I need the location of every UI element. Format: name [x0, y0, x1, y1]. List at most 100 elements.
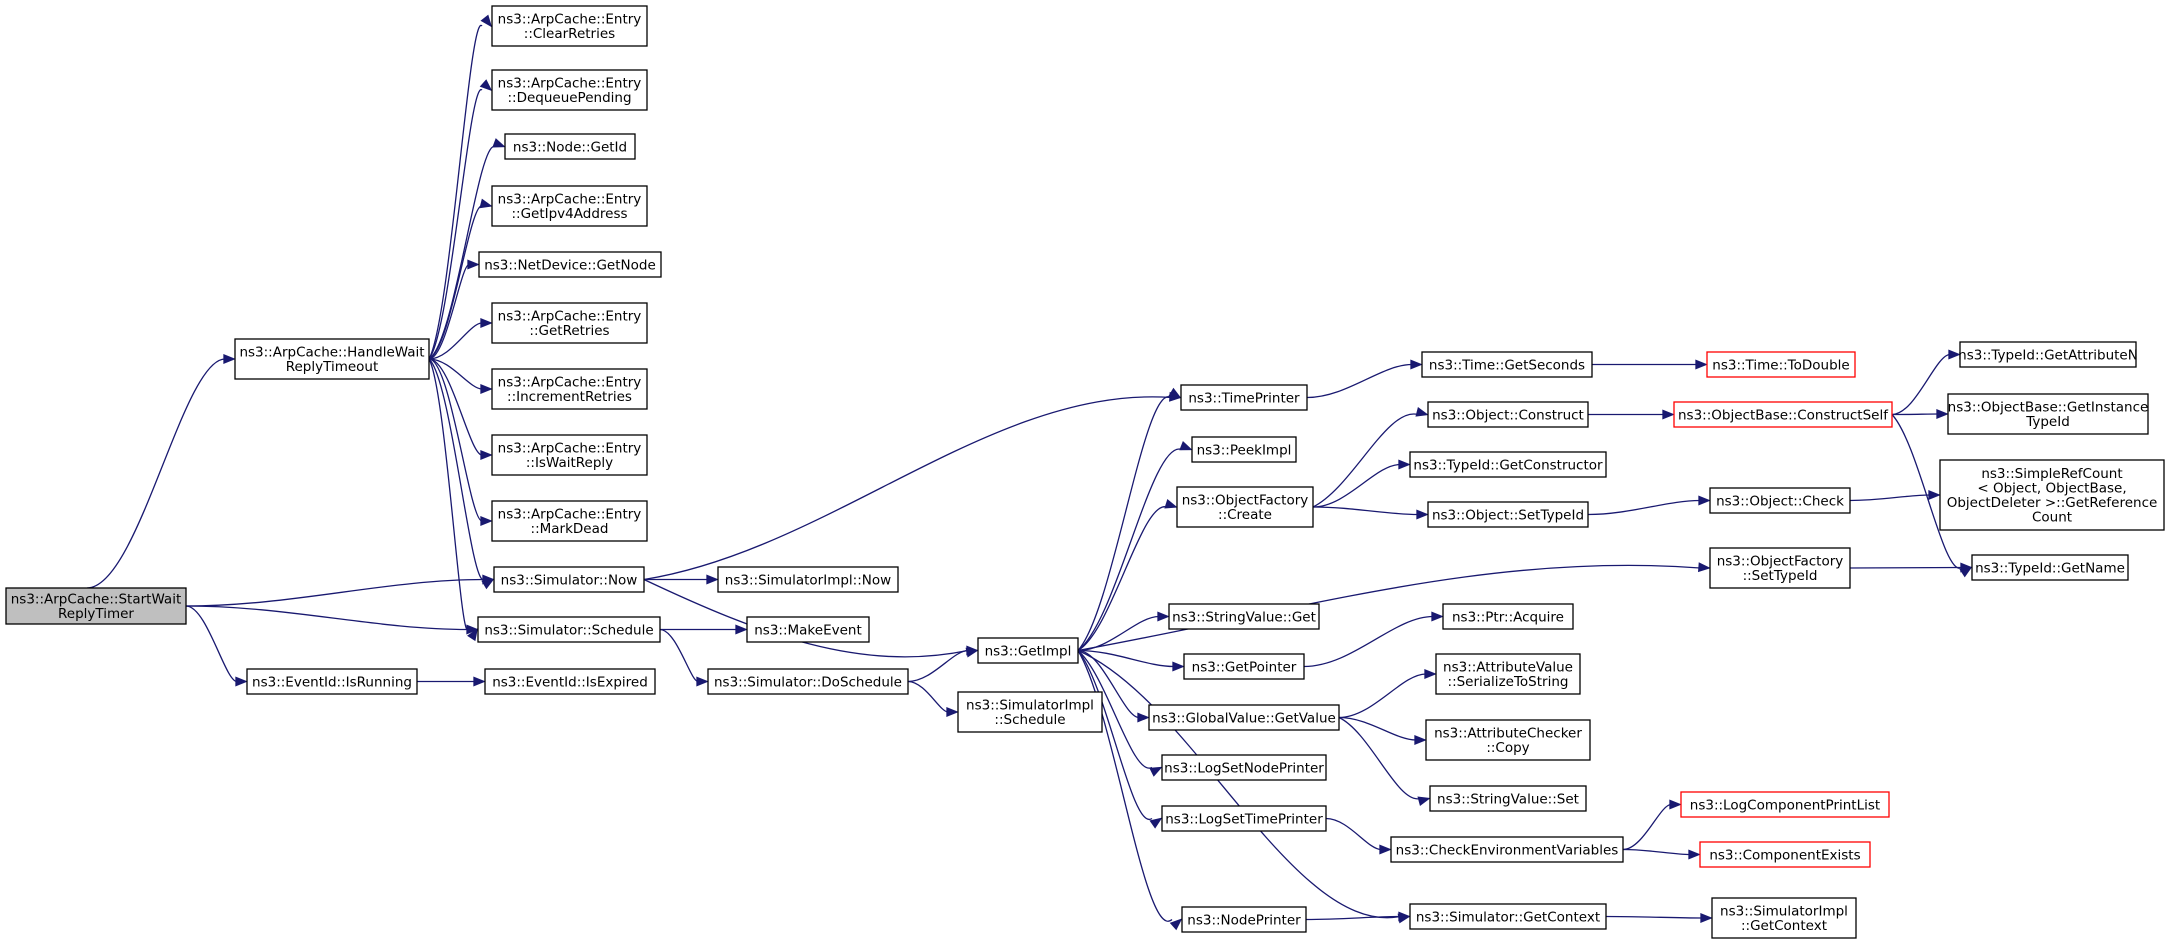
- node-label: ns3::LogComponentPrintList: [1690, 797, 1880, 813]
- node-netdevicegetnode[interactable]: ns3::NetDevice::GetNode: [478, 251, 662, 278]
- node-clearretries[interactable]: ns3::ArpCache::Entry::ClearRetries: [491, 5, 648, 47]
- node-label: ns3::Simulator::Now: [501, 572, 638, 588]
- node-label: ns3::ComponentExists: [1709, 847, 1860, 863]
- node-box: [5, 587, 187, 625]
- node-label: ns3::AttributeValue: [1443, 660, 1573, 676]
- node-dequeuepending[interactable]: ns3::ArpCache::Entry::DequeuePending: [491, 69, 648, 111]
- node-simplerefcount[interactable]: ns3::SimpleRefCount< Object, ObjectBase,…: [1939, 459, 2165, 531]
- node-markdead[interactable]: ns3::ArpCache::Entry::MarkDead: [491, 500, 648, 542]
- node-ptracquire[interactable]: ns3::Ptr::Acquire: [1442, 603, 1574, 630]
- node-label: ::Create: [1218, 507, 1272, 523]
- node-label: ::SetTypeId: [1743, 568, 1818, 584]
- node-isexpired[interactable]: ns3::EventId::IsExpired: [484, 668, 656, 695]
- node-box: [1183, 653, 1305, 680]
- edge-objfactorysettypeid-to-typeidgetname: [1849, 562, 1973, 573]
- node-box: [1176, 486, 1314, 528]
- node-logsetnodeprinter[interactable]: ns3::LogSetNodePrinter: [1161, 754, 1327, 781]
- edge-getimpl-to-logsetnodeprinter: [1077, 650, 1163, 777]
- node-logcomponentprintlist[interactable]: ns3::LogComponentPrintList: [1680, 791, 1890, 818]
- node-simimplnow[interactable]: ns3::SimulatorImpl::Now: [717, 566, 899, 593]
- node-componentexists[interactable]: ns3::ComponentExists: [1699, 841, 1871, 868]
- node-box: [491, 368, 648, 410]
- node-label: ns3::ArpCache::Entry: [498, 507, 642, 523]
- node-getretries[interactable]: ns3::ArpCache::Entry::GetRetries: [491, 302, 648, 344]
- node-label: ns3::Node::GetId: [513, 139, 627, 155]
- node-checkenv[interactable]: ns3::CheckEnvironmentVariables: [1390, 836, 1624, 863]
- node-box: [234, 338, 430, 380]
- node-nodeprinter[interactable]: ns3::NodePrinter: [1181, 906, 1307, 933]
- edge-handlewait-to-clearretries: [428, 14, 493, 360]
- node-label: ReplyTimeout: [286, 359, 379, 375]
- edge-getimpl-to-objfactorycreate: [1077, 499, 1178, 652]
- edge-handlewait-to-markdead: [428, 358, 493, 526]
- node-label: ns3::Simulator::Schedule: [484, 622, 653, 638]
- edge-startwait-to-handlewait: [86, 354, 236, 589]
- node-objectbaseconstructself[interactable]: ns3::ObjectBase::ConstructSelf: [1673, 401, 1893, 428]
- edge-getimpl-to-logsettimeprinter: [1077, 650, 1163, 829]
- node-label: ns3::ArpCache::StartWait: [11, 592, 182, 608]
- node-box: [1939, 459, 2165, 531]
- node-label: ns3::Object::Construct: [1432, 407, 1584, 423]
- node-serializetostring[interactable]: ns3::AttributeValue::SerializeToString: [1435, 653, 1581, 695]
- node-label: ns3::Object::Check: [1716, 493, 1844, 509]
- edge-doschedule-to-simimplschedule: [907, 680, 959, 717]
- node-label: ns3::LogSetNodePrinter: [1164, 760, 1324, 776]
- node-label: ns3::ArpCache::Entry: [498, 12, 642, 28]
- node-getimpl[interactable]: ns3::GetImpl: [977, 637, 1079, 664]
- node-iswaitreply[interactable]: ns3::ArpCache::Entry::IsWaitReply: [491, 434, 648, 476]
- node-stringvalueget[interactable]: ns3::StringValue::Get: [1168, 603, 1320, 630]
- node-label: ::GetContext: [1741, 918, 1827, 934]
- node-incrementretries[interactable]: ns3::ArpCache::Entry::IncrementRetries: [491, 368, 648, 410]
- node-simschedule[interactable]: ns3::Simulator::Schedule: [477, 616, 661, 643]
- node-nodegetid[interactable]: ns3::Node::GetId: [504, 133, 636, 160]
- node-peekimpl[interactable]: ns3::PeekImpl: [1191, 436, 1297, 463]
- node-label: ns3::MakeEvent: [754, 622, 862, 638]
- node-box: [1409, 451, 1607, 478]
- node-attrcheckercopy[interactable]: ns3::AttributeChecker::Copy: [1425, 719, 1591, 761]
- node-makeevent[interactable]: ns3::MakeEvent: [746, 616, 870, 643]
- node-label: ns3::ArpCache::Entry: [498, 309, 642, 325]
- node-label: ns3::ObjectBase::ConstructSelf: [1678, 407, 1889, 423]
- call-edges: [86, 14, 1973, 931]
- edge-handlewait-to-incrementretries: [428, 358, 493, 394]
- node-label: < Object, ObjectBase,: [1977, 481, 2126, 497]
- node-typeidgetattributen[interactable]: ns3::TypeId::GetAttributeN: [1958, 341, 2138, 368]
- edge-startwait-to-isrunning: [185, 605, 248, 687]
- node-simnow[interactable]: ns3::Simulator::Now: [493, 566, 645, 593]
- node-box: [1191, 436, 1297, 463]
- node-box: [1181, 906, 1307, 933]
- node-label: ns3::ArpCache::Entry: [498, 375, 642, 391]
- node-globalvalueget[interactable]: ns3::GlobalValue::GetValue: [1148, 704, 1340, 731]
- node-objectcheck[interactable]: ns3::Object::Check: [1709, 487, 1851, 514]
- node-doschedule[interactable]: ns3::Simulator::DoSchedule: [707, 668, 909, 695]
- node-label: ::Copy: [1486, 740, 1529, 756]
- node-objectsettypeid[interactable]: ns3::Object::SetTypeId: [1427, 501, 1589, 528]
- edge-objfactorycreate-to-objectsettypeid: [1312, 506, 1429, 520]
- node-objectconstruct[interactable]: ns3::Object::Construct: [1427, 401, 1589, 428]
- node-typeidgetconstructor[interactable]: ns3::TypeId::GetConstructor: [1409, 451, 1607, 478]
- node-isrunning[interactable]: ns3::EventId::IsRunning: [246, 668, 418, 695]
- node-objfactorycreate[interactable]: ns3::ObjectFactory::Create: [1176, 486, 1314, 528]
- node-timeprinter[interactable]: ns3::TimePrinter: [1180, 384, 1308, 411]
- node-getipv4address[interactable]: ns3::ArpCache::Entry::GetIpv4Address: [491, 185, 648, 227]
- node-simimplschedule[interactable]: ns3::SimulatorImpl::Schedule: [957, 691, 1103, 733]
- node-stringvalueset[interactable]: ns3::StringValue::Set: [1429, 785, 1587, 812]
- node-timetodouble[interactable]: ns3::Time::ToDouble: [1706, 351, 1856, 378]
- edge-getimpl-to-timeprinter: [1077, 387, 1182, 651]
- node-typeidgetname[interactable]: ns3::TypeId::GetName: [1971, 554, 2129, 581]
- node-box: [1709, 547, 1851, 589]
- node-getpointer[interactable]: ns3::GetPointer: [1183, 653, 1305, 680]
- node-label: ns3::Time::ToDouble: [1712, 357, 1849, 373]
- node-objfactorysettypeid[interactable]: ns3::ObjectFactory::SetTypeId: [1709, 547, 1851, 589]
- node-timegetseconds[interactable]: ns3::Time::GetSeconds: [1421, 351, 1593, 378]
- edge-handlewait-to-dequeuepending: [428, 79, 493, 360]
- node-box: [1180, 384, 1308, 411]
- node-logsettimeprinter[interactable]: ns3::LogSetTimePrinter: [1161, 805, 1327, 832]
- node-simimplgetcontext[interactable]: ns3::SimulatorImpl::GetContext: [1711, 897, 1857, 939]
- edge-objectbaseconstructself-to-objectbasegetinstancetypeid: [1891, 409, 1949, 419]
- node-label: ns3::TypeId::GetConstructor: [1413, 457, 1603, 473]
- node-simgetcontext[interactable]: ns3::Simulator::GetContext: [1409, 903, 1607, 930]
